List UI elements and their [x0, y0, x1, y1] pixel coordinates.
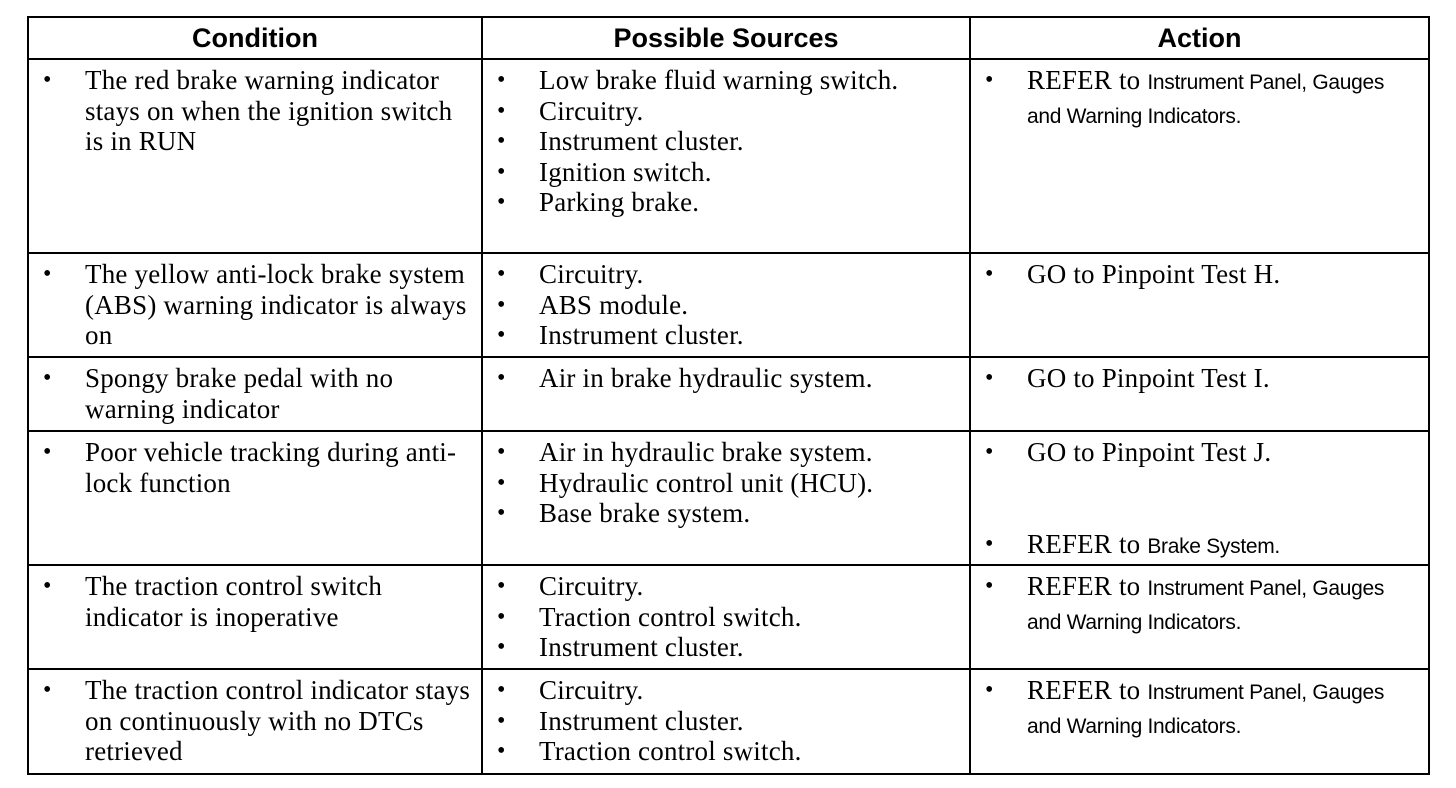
table-row: •The traction control indicator stays on… [27, 668, 1430, 775]
action-cell: •REFER to Instrument Panel, Gauges and W… [969, 58, 1430, 254]
bullet-icon: • [497, 291, 506, 318]
condition-cell: •Poor vehicle tracking during anti-lock … [27, 430, 483, 566]
source-item: •Air in hydraulic brake system. [497, 437, 873, 467]
action-cell: •GO to Pinpoint Test H. [969, 252, 1430, 358]
sources-cell: •Air in hydraulic brake system. •Hydraul… [481, 430, 971, 566]
source-item: •Base brake system. [497, 498, 751, 528]
sources-cell: •Circuitry. •Instrument cluster. •Tracti… [481, 668, 971, 775]
bullet-icon: • [497, 707, 506, 734]
bullet-icon: • [497, 158, 506, 185]
bullet-icon: • [497, 322, 506, 348]
source-item: •ABS module. [497, 289, 689, 320]
bullet-icon: • [497, 603, 506, 630]
condition-item: •The traction control indicator stays on… [43, 675, 471, 766]
header-condition: Condition [27, 16, 483, 60]
bullet-icon: • [985, 67, 994, 93]
bullet-icon: • [985, 677, 994, 703]
action-item: •REFER to Instrument Panel, Gauges and W… [985, 65, 1385, 128]
bullet-icon: • [497, 500, 506, 526]
bullet-icon: • [43, 573, 52, 599]
condition-cell: •Spongy brake pedal with no warning indi… [27, 356, 483, 432]
source-item: •Traction control switch. [497, 736, 802, 766]
condition-cell: •The traction control indicator stays on… [27, 668, 483, 775]
action-item: •GO to Pinpoint Test J. [985, 437, 1272, 467]
action-item: •REFER to Brake System. [985, 528, 1280, 559]
table-row: •The traction control switch indicator i… [27, 564, 1430, 670]
source-item: •Circuitry. [497, 259, 644, 289]
condition-cell: •The traction control switch indicator i… [27, 564, 483, 670]
bullet-icon: • [497, 469, 506, 496]
bullet-icon: • [497, 738, 506, 764]
sources-cell: •Circuitry. •Traction control switch. •I… [481, 564, 971, 670]
source-item: •Low brake fluid warning switch. [497, 65, 899, 95]
header-possible-sources: Possible Sources [481, 16, 971, 60]
condition-item: •Spongy brake pedal with no warning indi… [43, 363, 394, 424]
sources-cell: •Air in brake hydraulic system. [481, 356, 971, 432]
header-row: Condition Possible Sources Action [27, 16, 1430, 60]
bullet-icon: • [985, 573, 994, 599]
bullet-icon: • [497, 67, 506, 93]
bullet-icon: • [497, 365, 506, 391]
diagnosis-table: Condition Possible Sources Action •The r… [27, 16, 1430, 775]
table-row: •Spongy brake pedal with no warning indi… [27, 356, 1430, 432]
bullet-icon: • [497, 439, 506, 465]
source-item: •Instrument cluster. [497, 632, 744, 662]
action-cell: •GO to Pinpoint Test J. •REFER to Brake … [969, 430, 1430, 566]
source-item: •Traction control switch. [497, 601, 802, 632]
bullet-icon: • [43, 677, 52, 703]
bullet-icon: • [985, 261, 994, 287]
condition-item: •The yellow anti-lock brake system (ABS)… [43, 259, 467, 350]
header-action: Action [969, 16, 1430, 60]
bullet-icon: • [43, 365, 52, 391]
bullet-icon: • [497, 189, 506, 215]
condition-cell: •The yellow anti-lock brake system (ABS)… [27, 252, 483, 358]
sources-cell: •Low brake fluid warning switch. •Circui… [481, 58, 971, 254]
bullet-icon: • [497, 677, 506, 703]
source-item: •Circuitry. [497, 675, 644, 705]
bullet-icon: • [497, 261, 506, 287]
bullet-icon: • [43, 439, 52, 465]
bullet-icon: • [985, 365, 994, 391]
bullet-icon: • [43, 67, 52, 93]
table-row: •The red brake warning indicator stays o… [27, 58, 1430, 254]
source-item: •Circuitry. [497, 95, 644, 126]
source-item: •Circuitry. [497, 571, 644, 601]
source-item: •Ignition switch. [497, 156, 712, 187]
action-item: •REFER to Instrument Panel, Gauges and W… [985, 571, 1385, 634]
bullet-icon: • [497, 128, 506, 154]
bullet-icon: • [985, 530, 994, 557]
sources-cell: •Circuitry. •ABS module. •Instrument clu… [481, 252, 971, 358]
reference-link: Instrument Panel, Gauges and Warning Ind… [1027, 681, 1385, 738]
bullet-icon: • [497, 634, 506, 660]
condition-item: •The red brake warning indicator stays o… [43, 65, 453, 156]
bullet-icon: • [497, 97, 506, 124]
source-item: •Instrument cluster. [497, 320, 744, 350]
reference-link: Brake System. [1147, 534, 1280, 558]
bullet-icon: • [985, 439, 994, 465]
reference-link: Instrument Panel, Gauges and Warning Ind… [1027, 71, 1385, 128]
source-item: •Instrument cluster. [497, 126, 744, 156]
source-item: •Parking brake. [497, 187, 700, 217]
source-item: •Instrument cluster. [497, 705, 744, 736]
reference-link: Instrument Panel, Gauges and Warning Ind… [1027, 577, 1385, 634]
table-row: •Poor vehicle tracking during anti-lock … [27, 430, 1430, 566]
source-item: •Air in brake hydraulic system. [497, 363, 873, 393]
action-cell: •GO to Pinpoint Test I. [969, 356, 1430, 432]
bullet-icon: • [43, 261, 52, 287]
bullet-icon: • [497, 573, 506, 599]
condition-cell: •The red brake warning indicator stays o… [27, 58, 483, 254]
action-cell: •REFER to Instrument Panel, Gauges and W… [969, 668, 1430, 775]
condition-item: •The traction control switch indicator i… [43, 571, 383, 632]
table-row: •The yellow anti-lock brake system (ABS)… [27, 252, 1430, 358]
action-item: •REFER to Instrument Panel, Gauges and W… [985, 675, 1385, 738]
source-item: •Hydraulic control unit (HCU). [497, 467, 874, 498]
action-cell: •REFER to Instrument Panel, Gauges and W… [969, 564, 1430, 670]
action-item: •GO to Pinpoint Test I. [985, 363, 1270, 393]
action-item: •GO to Pinpoint Test H. [985, 259, 1281, 289]
condition-item: •Poor vehicle tracking during anti-lock … [43, 437, 457, 498]
